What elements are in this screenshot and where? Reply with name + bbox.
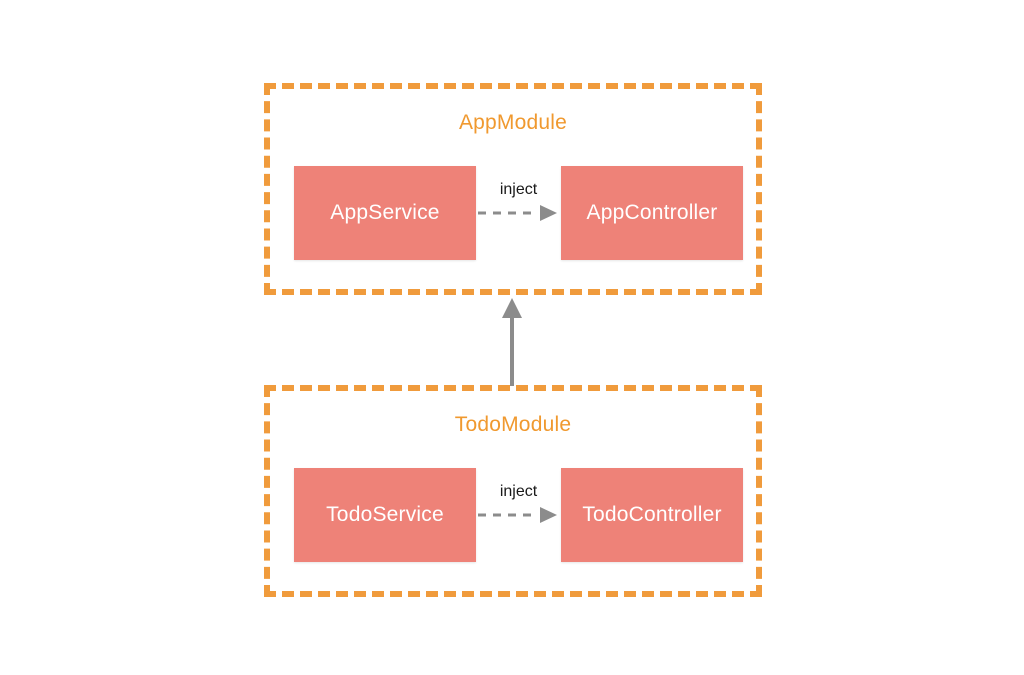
module-dependency-arrow-icon	[502, 298, 522, 386]
module-container-app[interactable]: AppModule AppService inject AppControlle…	[264, 83, 762, 295]
module-title-todo: TodoModule	[454, 413, 572, 436]
component-label-todo-controller: TodoController	[582, 503, 722, 526]
module-title-app: AppModule	[458, 111, 568, 134]
inject-arrow-icon-app	[478, 205, 557, 221]
component-label-app-service: AppService	[330, 201, 440, 224]
component-box-app-controller[interactable]: AppController	[561, 166, 743, 260]
component-label-todo-service: TodoService	[326, 503, 444, 526]
inject-arrow-icon-todo	[478, 507, 557, 523]
component-box-app-service[interactable]: AppService	[294, 166, 476, 260]
inject-label-todo: inject	[499, 483, 538, 500]
module-container-todo[interactable]: TodoModule TodoService inject TodoContro…	[264, 385, 762, 597]
inject-connector-todo: inject	[476, 468, 561, 562]
inject-connector-app: inject	[476, 166, 561, 260]
component-label-app-controller: AppController	[586, 201, 718, 224]
inject-label-app: inject	[499, 181, 538, 198]
component-box-todo-service[interactable]: TodoService	[294, 468, 476, 562]
component-box-todo-controller[interactable]: TodoController	[561, 468, 743, 562]
